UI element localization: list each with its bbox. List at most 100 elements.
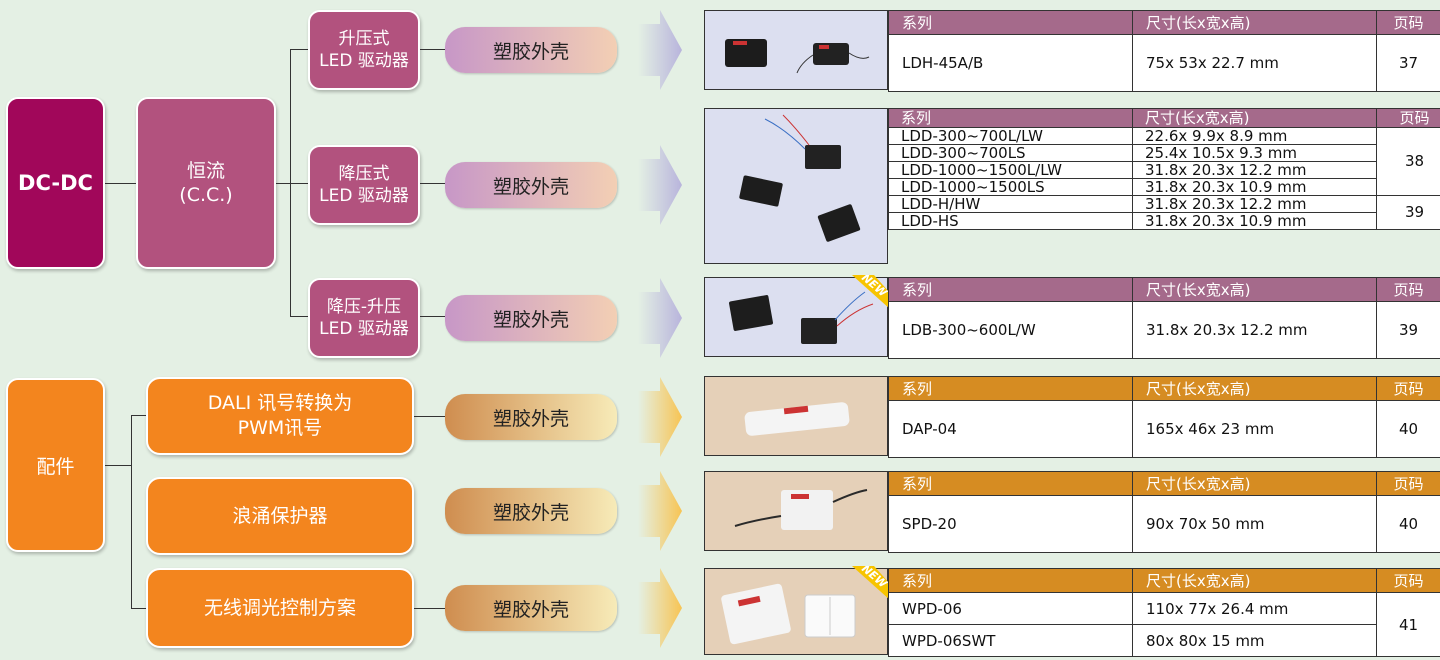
cell-series: LDD-300~700LS	[889, 145, 1133, 162]
acc-group-line1: 浪涌保护器	[232, 504, 327, 529]
header-series: 系列	[889, 109, 1133, 128]
cell-size: 75x 53x 22.7 mm	[1133, 35, 1377, 92]
header-size: 尺寸(长x宽x高)	[1133, 11, 1377, 35]
cell-size: 31.8x 20.3x 12.2 mm	[1133, 302, 1377, 359]
right-arrow-icon	[638, 10, 682, 90]
cell-size: 31.8x 20.3x 10.9 mm	[1133, 179, 1377, 196]
connector-line	[290, 183, 308, 184]
cell-series: LDH-45A/B	[889, 35, 1133, 92]
led-group-boost: 升压式 LED 驱动器	[308, 10, 420, 90]
product-image-ldd	[704, 108, 888, 264]
category-accessory-label: 配件	[36, 452, 74, 479]
acc-group-line1: DALI 讯号转换为	[208, 391, 353, 416]
acc-group-surge: 浪涌保护器	[146, 477, 414, 555]
led-group-line1: 降压-升压	[327, 296, 401, 318]
cc-label-line1: 恒流	[187, 159, 225, 183]
header-size: 尺寸(长x宽x高)	[1133, 109, 1377, 128]
header-series: 系列	[889, 278, 1133, 302]
case-pill-label: 塑胶外壳	[493, 172, 569, 199]
cell-size: 80x 80x 15 mm	[1133, 625, 1377, 657]
cell-size: 31.8x 20.3x 10.9 mm	[1133, 213, 1377, 230]
right-arrow-icon	[638, 377, 682, 457]
connector-line	[420, 49, 445, 50]
case-pill-plastic: 塑胶外壳	[445, 27, 617, 73]
cell-series: LDD-300~700L/LW	[889, 128, 1133, 145]
cell-size: 165x 46x 23 mm	[1133, 401, 1377, 458]
cell-size: 110x 77x 26.4 mm	[1133, 593, 1377, 625]
cell-page: 38	[1377, 128, 1440, 196]
cell-series: LDB-300~600L/W	[889, 302, 1133, 359]
connector-line	[414, 608, 445, 609]
connector-line	[290, 316, 308, 317]
acc-group-line1: 无线调光控制方案	[204, 596, 356, 621]
category-constant-current: 恒流 (C.C.)	[136, 97, 276, 269]
led-group-line1: 升压式	[339, 28, 390, 50]
connector-line	[105, 465, 131, 466]
case-pill-plastic: 塑胶外壳	[445, 585, 617, 631]
header-page: 页码	[1377, 569, 1440, 593]
category-dcdc: DC-DC	[6, 97, 105, 269]
connector-line	[131, 415, 132, 608]
cell-page: 40	[1377, 401, 1440, 458]
cell-page: 37	[1377, 35, 1440, 92]
cc-label-line2: (C.C.)	[179, 183, 232, 207]
case-pill-plastic: 塑胶外壳	[445, 162, 617, 208]
header-page: 页码	[1377, 11, 1440, 35]
header-series: 系列	[889, 472, 1133, 496]
right-arrow-icon	[638, 471, 682, 551]
acc-group-dali: DALI 讯号转换为 PWM讯号	[146, 377, 414, 455]
acc-group-line2: PWM讯号	[238, 416, 323, 441]
header-size: 尺寸(长x宽x高)	[1133, 569, 1377, 593]
new-badge-icon: NEW	[842, 566, 890, 600]
cell-page: 39	[1377, 196, 1440, 230]
cell-series: LDD-H/HW	[889, 196, 1133, 213]
cell-series: LDD-1000~1500LS	[889, 179, 1133, 196]
connector-line	[131, 608, 146, 609]
connector-line	[414, 416, 445, 417]
case-pill-plastic: 塑胶外壳	[445, 394, 617, 440]
header-page: 页码	[1377, 377, 1440, 401]
cell-size: 31.8x 20.3x 12.2 mm	[1133, 162, 1377, 179]
product-image-dap	[704, 376, 888, 456]
cell-series: WPD-06	[889, 593, 1133, 625]
cell-series: LDD-1000~1500L/LW	[889, 162, 1133, 179]
category-accessory: 配件	[6, 378, 105, 552]
led-group-line2: LED 驱动器	[319, 50, 409, 72]
header-series: 系列	[889, 11, 1133, 35]
led-group-buck-boost: 降压-升压 LED 驱动器	[308, 278, 420, 358]
cell-size: 31.8x 20.3x 12.2 mm	[1133, 196, 1377, 213]
right-arrow-icon	[638, 278, 682, 358]
cell-series: DAP-04	[889, 401, 1133, 458]
connector-line	[276, 183, 290, 184]
cell-series: LDD-HS	[889, 213, 1133, 230]
led-group-line1: 降压式	[339, 163, 390, 185]
cell-page: 39	[1377, 302, 1440, 359]
right-arrow-icon	[638, 145, 682, 225]
case-pill-label: 塑胶外壳	[493, 404, 569, 431]
product-image	[705, 109, 889, 265]
connector-line	[290, 49, 308, 50]
connector-line	[131, 415, 146, 416]
cell-size: 25.4x 10.5x 9.3 mm	[1133, 145, 1377, 162]
product-image-spd	[704, 471, 888, 551]
cell-page: 41	[1377, 593, 1440, 657]
header-size: 尺寸(长x宽x高)	[1133, 377, 1377, 401]
right-arrow-icon	[638, 568, 682, 648]
header-size: 尺寸(长x宽x高)	[1133, 278, 1377, 302]
